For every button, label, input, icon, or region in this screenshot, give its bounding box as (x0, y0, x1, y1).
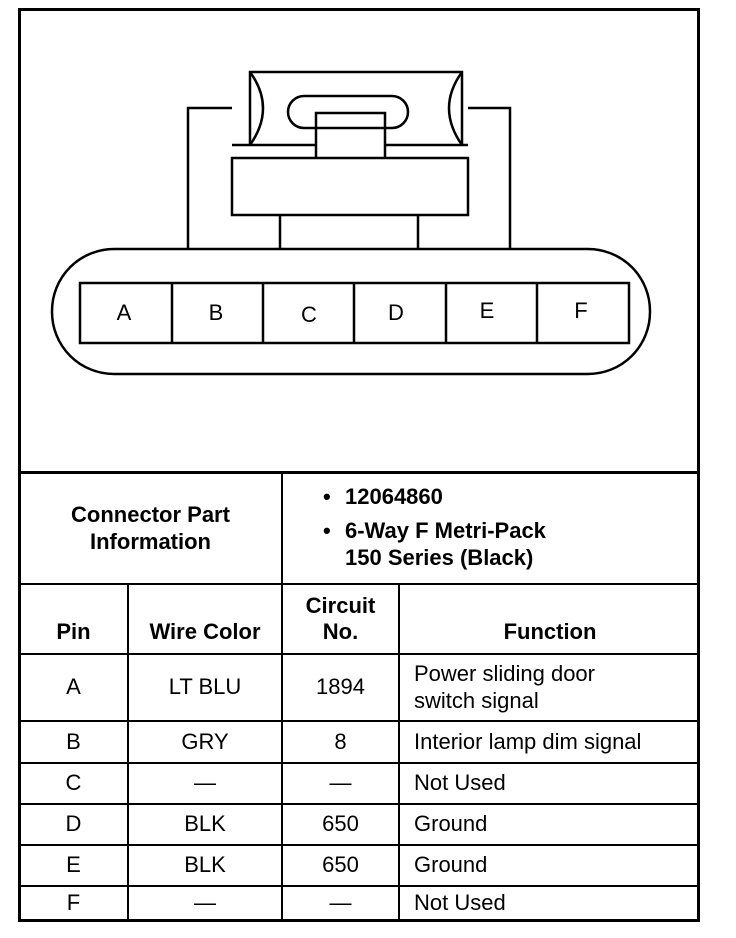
header-pin-text: Pin (56, 618, 91, 644)
row-rule (18, 762, 700, 764)
col-divider-pin (127, 584, 129, 922)
pin-cavity-label-a: A (117, 300, 132, 325)
table-row-circuit: 8 (283, 722, 398, 762)
header-function-text: Function (503, 618, 597, 644)
table-row-function: Interior lamp dim signal (414, 722, 700, 762)
row-rule (18, 720, 700, 722)
pin-cavity-label-b: B (209, 300, 224, 325)
row-rule (18, 803, 700, 805)
connector-diagram: A B C D E F (50, 70, 652, 376)
row-rule (18, 844, 700, 846)
connector-part-info-values: • 12064860 • 6-Way F Metri-Pack 150 Seri… (323, 484, 693, 579)
pin-cell: C (65, 770, 82, 796)
connector-face-outer (50, 247, 652, 376)
pin-cell: F (66, 890, 81, 916)
connector-description-line2: 150 Series (Black) (345, 544, 534, 570)
col-divider-circuit (398, 584, 400, 922)
header-circuit-line2: No. (322, 619, 359, 644)
circuit-cell: — (329, 770, 352, 796)
pin-cavity-label-d: D (388, 300, 404, 325)
table-row-function: Ground (414, 846, 700, 885)
table-row-circuit: — (283, 887, 398, 920)
info-bullet: • 12064860 (323, 484, 443, 510)
pin-cavity-label-f: F (574, 298, 587, 323)
bullet-dot-icon: • (323, 518, 331, 544)
pin-cavity-label-e: E (480, 298, 495, 323)
circuit-cell: 8 (334, 728, 347, 754)
table-row-pin: D (20, 805, 127, 844)
header-pin: Pin (20, 585, 127, 653)
table-row-wire: LT BLU (129, 655, 281, 720)
function-cell-line1: Ground (414, 852, 488, 878)
info-label-line2: Information (90, 528, 211, 554)
wire-color-cell: LT BLU (168, 674, 242, 700)
latch-body (248, 70, 464, 145)
function-cell-line1: Not Used (414, 890, 506, 916)
wire-color-cell: BLK (184, 811, 226, 837)
latch-left-curve (248, 71, 265, 146)
part-number: 12064860 (345, 484, 443, 509)
connector-description: 6-Way F Metri-Pack 150 Series (Black) (345, 518, 546, 571)
wire-color-cell: — (194, 890, 216, 916)
table-row-pin: E (20, 846, 127, 885)
info-label-line1: Connector Part (71, 502, 230, 528)
latch-slot (286, 94, 410, 130)
table-row-wire: GRY (129, 722, 281, 762)
pin-cell: B (66, 728, 81, 754)
info-bullet: • 6-Way F Metri-Pack 150 Series (Black) (323, 518, 546, 571)
table-row-function: Not Used (414, 764, 700, 803)
wire-color-cell: GRY (181, 728, 229, 754)
function-cell-line2: switch signal (414, 687, 539, 713)
connector-housing (230, 156, 470, 217)
table-row-function: Not Used (414, 887, 700, 920)
table-row-pin: F (20, 887, 127, 920)
header-wire-color: Wire Color (129, 585, 281, 653)
pin-cavity-label-c: C (301, 302, 317, 327)
wire-color-cell: BLK (184, 852, 226, 878)
function-cell-line1: Interior lamp dim signal (414, 728, 642, 754)
table-row-pin: A (20, 655, 127, 720)
pin-cell: A (66, 674, 81, 700)
table-row-function: Power sliding door switch signal (414, 655, 700, 720)
table-row-circuit: 650 (283, 846, 398, 885)
table-row-function: Ground (414, 805, 700, 844)
pin-cell: E (66, 852, 81, 878)
table-row-pin: B (20, 722, 127, 762)
circuit-cell: 650 (322, 852, 359, 878)
function-cell-line1: Ground (414, 811, 488, 837)
connector-part-info-label: Connector Part Information (20, 474, 281, 583)
table-row-wire: — (129, 764, 281, 803)
connector-right-wall (468, 106, 512, 248)
table-row-wire: — (129, 887, 281, 920)
header-bottom-rule (18, 653, 700, 655)
latch-right-curve (447, 71, 464, 146)
connector-description-line1: 6-Way F Metri-Pack (345, 518, 546, 544)
table-row-pin: C (20, 764, 127, 803)
table-row-circuit: — (283, 764, 398, 803)
circuit-cell: 650 (322, 811, 359, 837)
header-circuit: Circuit No. (283, 585, 398, 653)
header-circuit-line1: Circuit (305, 592, 376, 618)
function-cell-line1: Power sliding door (414, 661, 595, 687)
table-row-wire: BLK (129, 846, 281, 885)
connector-left-wall (186, 106, 232, 248)
info-divider (281, 472, 283, 922)
wire-color-cell: — (194, 770, 216, 796)
table-top-rule (18, 471, 700, 474)
table-row-circuit: 1894 (283, 655, 398, 720)
function-cell-line1: Not Used (414, 770, 506, 796)
diagram-frame (18, 8, 700, 922)
info-bottom-rule (18, 583, 700, 585)
row-rule (18, 885, 700, 887)
circuit-cell: — (329, 890, 352, 916)
bullet-dot-icon: • (323, 484, 331, 509)
circuit-cell: 1894 (316, 674, 365, 700)
table-row-wire: BLK (129, 805, 281, 844)
table-row-circuit: 650 (283, 805, 398, 844)
header-function: Function (400, 585, 700, 653)
pin-cell: D (65, 811, 82, 837)
header-wire-color-text: Wire Color (149, 618, 261, 644)
